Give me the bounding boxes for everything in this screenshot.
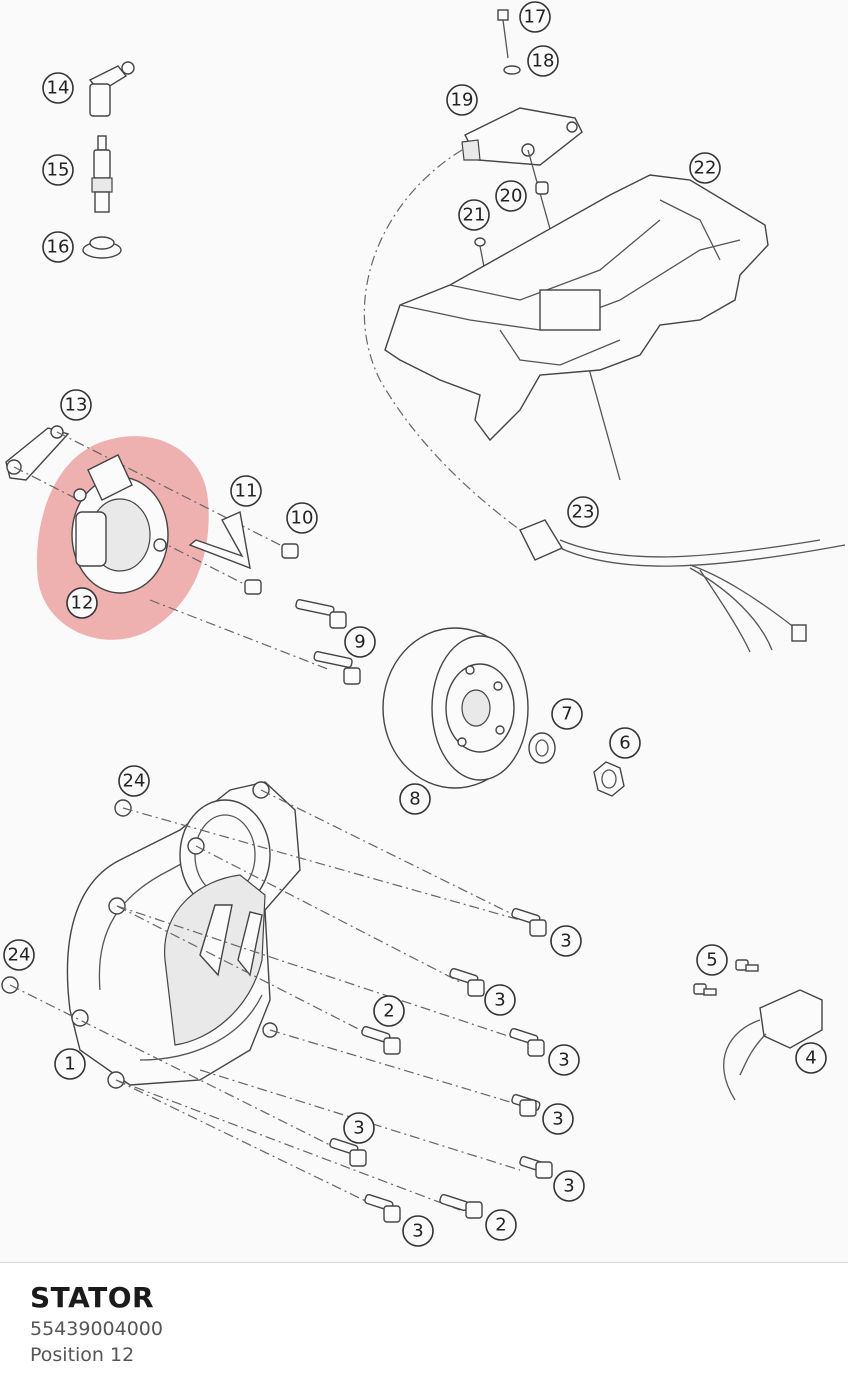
svg-text:13: 13 [65, 395, 88, 416]
selected-part-panel: STATOR 55439004000 Position 12 [0, 1263, 848, 1390]
bolts-3-and-2[interactable] [329, 907, 553, 1223]
stator-screw[interactable] [244, 579, 262, 595]
callout-20[interactable]: 20 [495, 180, 527, 212]
svg-text:7: 7 [561, 704, 572, 725]
callout-23[interactable]: 23 [567, 496, 599, 528]
svg-text:2: 2 [495, 1215, 506, 1236]
callout-2[interactable]: 2 [485, 1209, 517, 1241]
svg-text:17: 17 [524, 7, 547, 28]
grommet-20[interactable] [535, 181, 549, 195]
svg-text:22: 22 [694, 158, 717, 179]
exploded-parts-diagram: 1 2 2 3 3 3 3 3 3 3 4 5 6 7 8 9 10 11 12… [1, 1, 846, 1247]
callout-22[interactable]: 22 [689, 152, 721, 184]
svg-text:3: 3 [558, 1050, 569, 1071]
callout-19[interactable]: 19 [446, 84, 478, 116]
callout-13[interactable]: 13 [60, 389, 92, 421]
callout-3[interactable]: 3 [484, 984, 516, 1016]
flywheel-rotor[interactable] [382, 627, 529, 789]
svg-text:3: 3 [563, 1176, 574, 1197]
bracket-13[interactable] [5, 425, 70, 481]
svg-text:4: 4 [805, 1048, 816, 1069]
svg-text:3: 3 [412, 1221, 423, 1242]
callout-7[interactable]: 7 [551, 698, 583, 730]
battery-holder[interactable] [384, 174, 769, 442]
nut-6[interactable] [593, 761, 625, 797]
callout-5[interactable]: 5 [696, 944, 728, 976]
part-number: 55439004000 [30, 1318, 163, 1340]
svg-text:3: 3 [552, 1109, 563, 1130]
callout-3[interactable]: 3 [343, 1112, 375, 1144]
callout-11[interactable]: 11 [230, 475, 262, 507]
callout-24[interactable]: 24 [3, 939, 35, 971]
svg-text:10: 10 [291, 508, 314, 529]
control-unit[interactable] [461, 107, 583, 166]
cable-guide-11[interactable] [188, 510, 251, 570]
callout-16[interactable]: 16 [42, 231, 74, 263]
callout-12[interactable]: 12 [66, 587, 98, 619]
svg-text:15: 15 [47, 160, 70, 181]
svg-text:1: 1 [64, 1054, 75, 1075]
svg-text:21: 21 [463, 205, 486, 226]
gasket[interactable] [82, 236, 122, 259]
svg-text:23: 23 [572, 502, 595, 523]
svg-text:24: 24 [8, 945, 31, 966]
svg-text:3: 3 [560, 931, 571, 952]
callout-3[interactable]: 3 [402, 1215, 434, 1247]
callout-15[interactable]: 15 [42, 154, 74, 186]
svg-text:16: 16 [47, 237, 70, 258]
svg-text:11: 11 [235, 481, 258, 502]
callout-3[interactable]: 3 [548, 1044, 580, 1076]
callout-21[interactable]: 21 [458, 199, 490, 231]
svg-text:9: 9 [354, 632, 365, 653]
callout-4[interactable]: 4 [795, 1042, 827, 1074]
callout-3[interactable]: 3 [550, 925, 582, 957]
svg-text:2: 2 [383, 1001, 394, 1022]
svg-text:18: 18 [532, 51, 555, 72]
svg-text:3: 3 [494, 990, 505, 1011]
spark-plug-cap[interactable] [88, 61, 135, 117]
svg-text:6: 6 [619, 733, 630, 754]
callout-9[interactable]: 9 [344, 626, 376, 658]
callout-8[interactable]: 8 [399, 783, 431, 815]
screw-17[interactable] [497, 9, 509, 59]
callout-2[interactable]: 2 [373, 995, 405, 1027]
callout-3[interactable]: 3 [553, 1170, 585, 1202]
spark-plug[interactable] [91, 135, 113, 213]
stator[interactable] [71, 454, 169, 594]
bolt-9[interactable] [149, 598, 361, 685]
callout-17[interactable]: 17 [519, 1, 551, 33]
diagram-canvas: 1 2 2 3 3 3 3 3 3 3 4 5 6 7 8 9 10 11 12… [1, 1, 846, 1247]
svg-text:24: 24 [123, 771, 146, 792]
svg-text:20: 20 [500, 186, 523, 207]
generator-cover[interactable] [66, 781, 301, 1089]
ignition-coil[interactable] [723, 989, 823, 1101]
svg-text:8: 8 [409, 789, 420, 810]
callout-14[interactable]: 14 [42, 72, 74, 104]
part-position: Position 12 [30, 1344, 135, 1366]
callout-1[interactable]: 1 [54, 1048, 86, 1080]
callout-18[interactable]: 18 [527, 45, 559, 77]
svg-text:5: 5 [706, 950, 717, 971]
callout-3[interactable]: 3 [542, 1103, 574, 1135]
washer-18[interactable] [503, 65, 521, 75]
svg-text:19: 19 [451, 90, 474, 111]
svg-text:3: 3 [353, 1118, 364, 1139]
svg-text:14: 14 [47, 78, 70, 99]
screw-10[interactable] [281, 543, 299, 559]
callout-6[interactable]: 6 [609, 727, 641, 759]
wiring-harness[interactable] [519, 519, 846, 653]
divider [0, 1262, 848, 1263]
callout-10[interactable]: 10 [286, 502, 318, 534]
washer-7[interactable] [528, 732, 556, 764]
screws-5[interactable] [693, 959, 759, 996]
svg-text:12: 12 [71, 593, 94, 614]
callout-24[interactable]: 24 [118, 765, 150, 797]
part-name: STATOR [30, 1281, 155, 1314]
